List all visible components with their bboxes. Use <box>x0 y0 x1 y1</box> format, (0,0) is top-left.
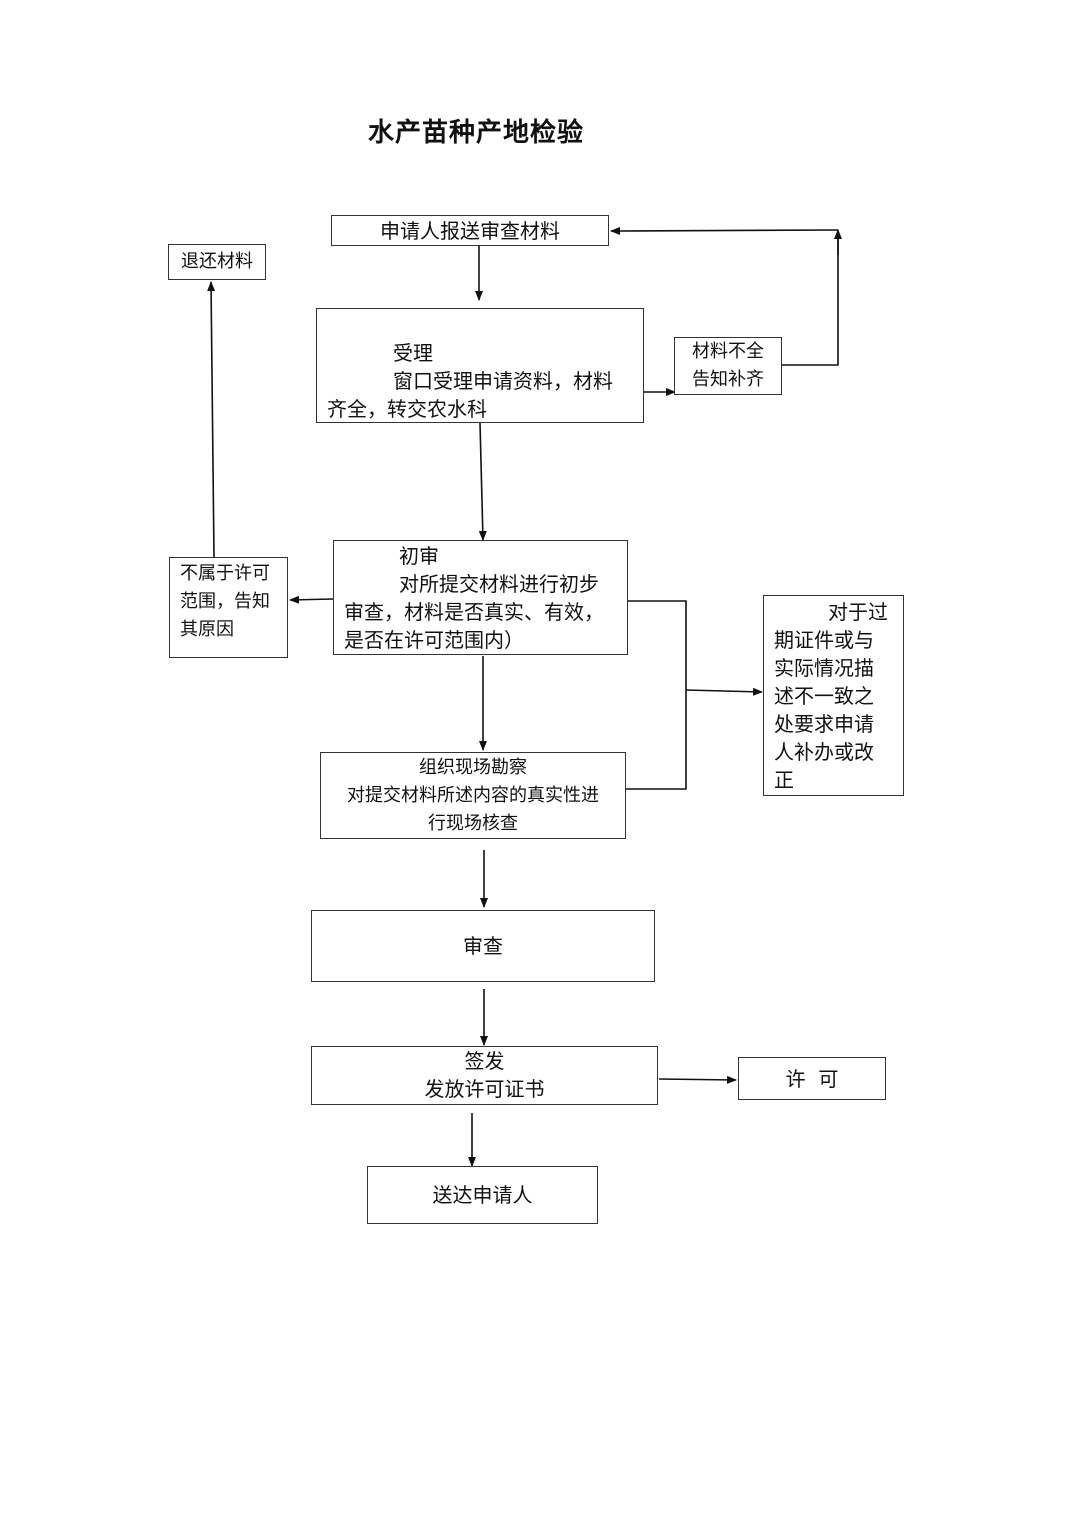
arrow-to-correction <box>685 687 763 696</box>
node-issue-heading: 签发 <box>464 1049 505 1073</box>
node-preliminary-heading: 初审 <box>399 544 439 568</box>
node-correction-line-2: 期证件或与 <box>774 628 874 652</box>
line-incomplete-up <box>782 232 839 366</box>
node-correction-line-7: 正 <box>774 768 794 792</box>
node-submit-label: 申请人报送审查材料 <box>380 219 560 243</box>
arrow-preliminary-to-outofscope <box>289 595 334 604</box>
node-preliminary: 初审 对所提交材料进行初步 审查，材料是否真实、有效， 是否在许可范围内） <box>333 540 628 655</box>
node-permit-label: 许 可 <box>785 1067 839 1091</box>
node-inspection-heading: 组织现场勘察 <box>419 757 527 778</box>
node-inspection-line-2: 行现场核查 <box>428 813 518 834</box>
arrow-accept-to-preliminary <box>478 422 487 541</box>
arrow-back-to-submit <box>610 226 839 235</box>
node-permit: 许 可 <box>738 1057 886 1100</box>
node-accept: 受理 窗口受理申请资料，材料 齐全，转交农水科 <box>316 308 644 423</box>
node-preliminary-line-3: 是否在许可范围内） <box>344 628 524 652</box>
arrow-issue-to-permit <box>658 1075 737 1084</box>
node-accept-heading: 受理 <box>393 341 433 365</box>
line-preliminary-right <box>626 600 687 790</box>
node-deliver-label: 送达申请人 <box>432 1183 533 1207</box>
node-preliminary-line-1: 对所提交材料进行初步 <box>399 572 599 596</box>
node-preliminary-line-2: 审查，材料是否真实、有效， <box>344 600 604 624</box>
node-correction-line-1: 对于过 <box>828 600 888 624</box>
node-correction-line-4: 述不一致之 <box>774 684 874 708</box>
node-out-of-scope-line-2: 范围，告知 <box>180 591 270 612</box>
node-accept-line-2: 齐全，转交农水科 <box>327 397 487 421</box>
node-review-label: 审查 <box>463 934 503 958</box>
node-return-materials-label: 退还材料 <box>181 251 253 272</box>
node-correction: 对于过 期证件或与 实际情况描 述不一致之 处要求申请 人补办或改 正 <box>763 595 904 796</box>
node-inspection: 组织现场勘察 对提交材料所述内容的真实性进 行现场核查 <box>320 752 626 839</box>
node-return-materials: 退还材料 <box>168 244 266 280</box>
node-out-of-scope: 不属于许可 范围，告知 其原因 <box>169 557 288 658</box>
node-incomplete-line-2: 告知补齐 <box>692 369 764 390</box>
node-issue: 签发 发放许可证书 <box>311 1046 658 1105</box>
node-out-of-scope-line-1: 不属于许可 <box>180 563 270 584</box>
node-incomplete: 材料不全 告知补齐 <box>674 337 782 395</box>
arrow-outofscope-to-return <box>207 281 216 558</box>
node-accept-line-1: 窗口受理申请资料，材料 <box>393 369 613 393</box>
node-out-of-scope-line-3: 其原因 <box>180 619 234 640</box>
page-title: 水产苗种产地检验 <box>368 118 585 148</box>
node-correction-line-6: 人补办或改 <box>774 740 874 764</box>
node-correction-line-3: 实际情况描 <box>774 656 874 680</box>
node-deliver: 送达申请人 <box>367 1166 598 1224</box>
node-inspection-line-1: 对提交材料所述内容的真实性进 <box>347 785 599 806</box>
node-correction-line-5: 处要求申请 <box>774 712 874 736</box>
node-review: 审查 <box>311 910 655 982</box>
node-incomplete-line-1: 材料不全 <box>692 341 764 362</box>
node-issue-line-1: 发放许可证书 <box>424 1077 545 1101</box>
node-submit: 申请人报送审查材料 <box>331 215 609 246</box>
